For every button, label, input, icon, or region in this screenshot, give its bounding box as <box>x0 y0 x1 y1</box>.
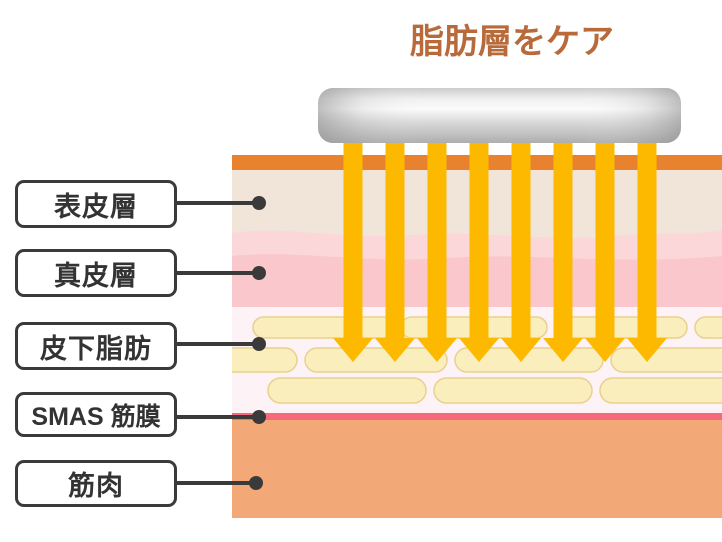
fat-cell <box>433 377 593 404</box>
energy-arrow <box>543 140 583 362</box>
layer-label-smas-fascia: SMAS 筋膜 <box>15 392 177 437</box>
layer-label-epidermis: 表皮層 <box>15 180 177 228</box>
fat-cell <box>610 347 722 373</box>
layer-muscle <box>232 420 722 518</box>
applicator-head <box>318 88 681 143</box>
energy-arrow <box>627 140 667 362</box>
connector-line <box>176 481 257 485</box>
fat-cell <box>304 347 448 373</box>
skin-cross-section-illustration <box>232 88 722 518</box>
connector-line <box>176 342 260 346</box>
energy-arrow <box>585 140 625 362</box>
layer-smas-fascia <box>232 413 722 420</box>
energy-arrow <box>459 140 499 362</box>
energy-arrow <box>417 140 457 362</box>
layer-label-subcutaneous-fat: 皮下脂肪 <box>15 322 177 370</box>
layer-label-dermis: 真皮層 <box>15 249 177 297</box>
connector-dot <box>252 266 266 280</box>
layer-label-muscle: 筋肉 <box>15 460 177 507</box>
fat-cell <box>599 377 722 404</box>
fat-cell <box>267 377 427 404</box>
connector-line <box>176 271 260 275</box>
connector-line <box>176 201 260 205</box>
connector-line <box>176 415 260 419</box>
connector-dot <box>252 337 266 351</box>
connector-dot <box>252 196 266 210</box>
connector-dot <box>252 410 266 424</box>
fat-cell <box>232 347 298 373</box>
energy-arrow <box>501 140 541 362</box>
diagram-title: 脂肪層をケア <box>410 24 614 61</box>
energy-arrows <box>333 140 667 362</box>
fat-cell <box>694 316 722 339</box>
fat-cell <box>252 316 394 339</box>
connector-dot <box>249 476 263 490</box>
energy-arrow <box>333 140 373 362</box>
fat-cell <box>554 316 688 339</box>
energy-arrow <box>375 140 415 362</box>
